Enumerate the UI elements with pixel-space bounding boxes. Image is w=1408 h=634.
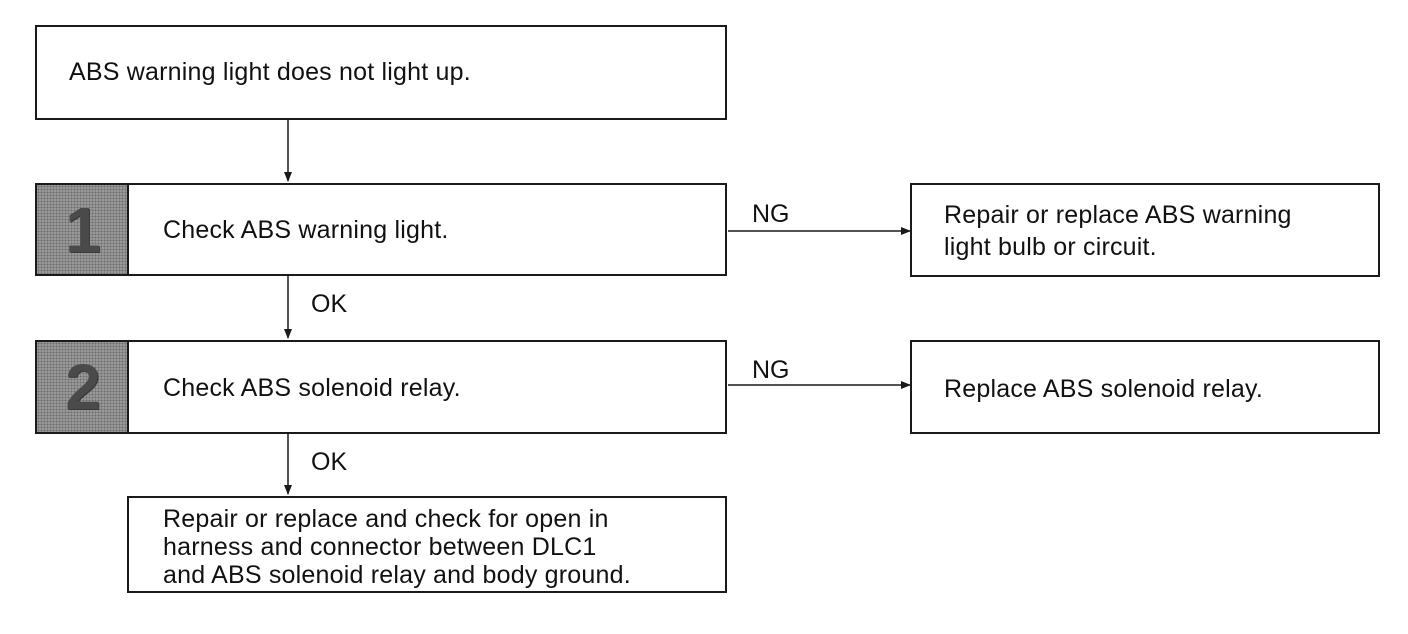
final-action-line-3: and ABS solenoid relay and body ground.: [163, 561, 631, 589]
step-1-number-block: 1: [35, 183, 129, 276]
step-1-ng-label: NG: [752, 200, 790, 228]
step-1-check-box: Check ABS warning light.: [127, 183, 727, 276]
final-action-box: Repair or replace and check for open in …: [127, 496, 727, 593]
step-2-check-box: Check ABS solenoid relay.: [127, 340, 727, 434]
step-1-ng-action-box: Repair or replace ABS warning light bulb…: [910, 183, 1380, 277]
start-text: ABS warning light does not light up.: [69, 58, 471, 86]
step-2-number: 2: [65, 351, 101, 423]
step-2-number-block: 2: [35, 340, 129, 434]
step-1-ok-label: OK: [311, 290, 348, 318]
step-2-ng-action-line-1: Replace ABS solenoid relay.: [944, 375, 1264, 403]
step-2-check-text: Check ABS solenoid relay.: [163, 374, 461, 402]
step-1-number: 1: [65, 194, 101, 266]
step-1-ng-action-line-1: Repair or replace ABS warning: [944, 201, 1292, 229]
start-box: ABS warning light does not light up.: [35, 25, 727, 120]
final-action-line-2: harness and connector between DLC1: [163, 533, 597, 561]
final-action-line-1: Repair or replace and check for open in: [163, 505, 609, 533]
step-2-ok-label: OK: [311, 448, 348, 476]
step-2-ng-label: NG: [752, 356, 790, 384]
step-1-check-text: Check ABS warning light.: [163, 216, 449, 244]
step-2-ng-action-box: Replace ABS solenoid relay.: [910, 340, 1380, 434]
step-1-ng-action-line-2: light bulb or circuit.: [944, 233, 1157, 261]
